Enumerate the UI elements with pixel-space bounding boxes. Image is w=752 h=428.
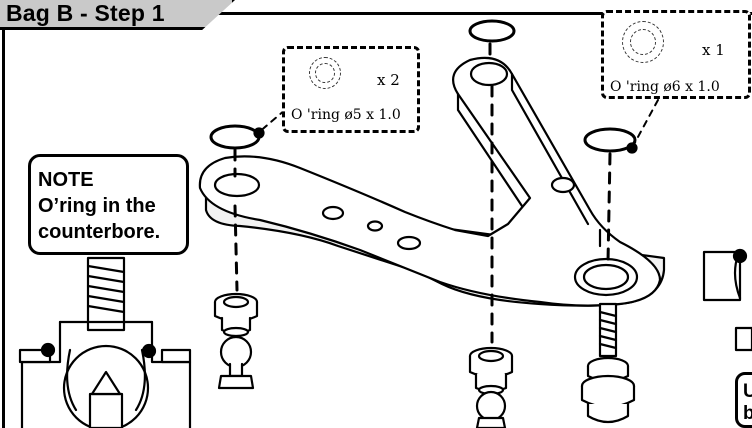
ball-cup-center (468, 346, 514, 396)
partial-detail-right (702, 248, 752, 352)
oring-small-inner-icon (315, 63, 335, 83)
oring-callout-large: x 1 O 'ring ø6 x 1.0 (601, 10, 751, 99)
note-heading: NOTE (38, 169, 94, 191)
oring-small-icon (309, 57, 341, 89)
oring-right (583, 127, 637, 153)
oring-large-icon (622, 21, 664, 63)
oring-top (468, 19, 516, 43)
partial-note-line-1: U (743, 381, 752, 403)
oring-large-inner-icon (630, 29, 656, 55)
note-box: NOTE O’ring in the counterbore. (28, 154, 189, 255)
step-title: Bag B - Step 1 (6, 0, 165, 26)
threaded-stud-right (580, 302, 636, 424)
ball-stud-left (217, 335, 255, 390)
partial-note-box: U b (735, 372, 752, 428)
note-line-2: counterbore. (38, 221, 161, 243)
page-frame (2, 12, 752, 428)
suspension-arm-plate (198, 56, 666, 307)
ball-cup-left (213, 292, 259, 338)
oring-small-quantity: x 2 (377, 71, 400, 89)
oring-large-quantity: x 1 (702, 41, 725, 59)
oring-small-spec: O 'ring ø5 x 1.0 (291, 107, 401, 123)
ball-stud-center (475, 390, 507, 428)
oring-left (209, 124, 261, 150)
oring-callout-small: x 2 O 'ring ø5 x 1.0 (282, 46, 420, 133)
cutaway-section (18, 256, 192, 428)
partial-note-line-2: b (743, 403, 752, 425)
note-line-1: O’ring in the (38, 195, 156, 217)
oring-large-spec: O 'ring ø6 x 1.0 (610, 79, 720, 95)
step-header: Bag B - Step 1 (0, 0, 235, 30)
